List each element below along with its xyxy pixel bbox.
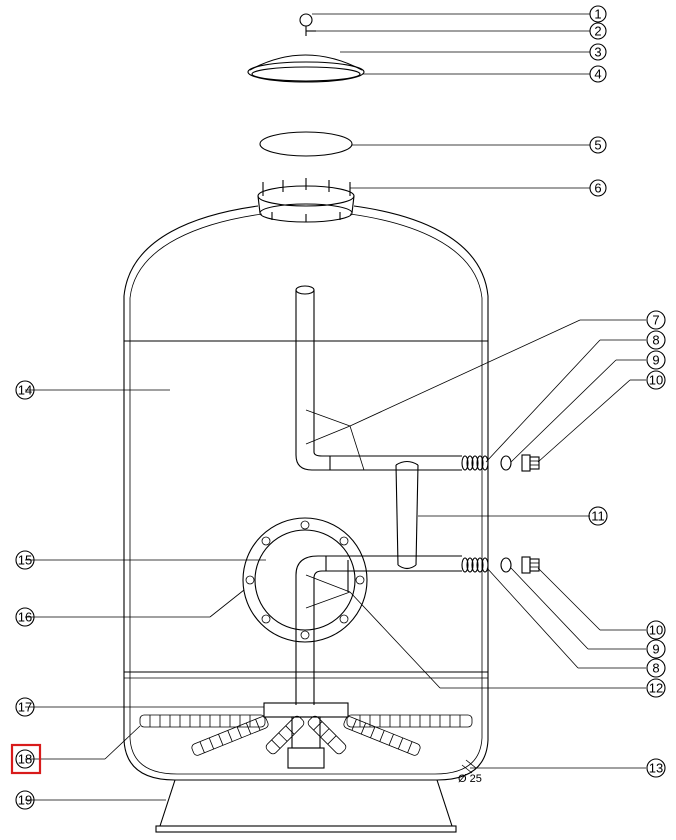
callout-label: 14 <box>18 383 32 398</box>
callout-7: 7 <box>646 310 666 330</box>
collector-hub <box>263 702 349 769</box>
callout-8-upper: 8 <box>646 330 666 350</box>
leader-lines <box>25 13 646 801</box>
callout-label: 8 <box>652 661 659 676</box>
callout-9-lower: 9 <box>646 639 666 659</box>
callout-3: 3 <box>589 43 607 61</box>
callout-label: 1 <box>594 7 601 22</box>
upper-internal-pipe <box>295 285 462 471</box>
callout-11: 11 <box>588 506 608 526</box>
callout-label: 9 <box>652 353 659 368</box>
lid-o-ring <box>259 131 353 157</box>
callout-label: 17 <box>18 700 32 715</box>
tank-neck-flange <box>257 178 355 223</box>
callout-label: 7 <box>652 313 659 328</box>
callout-label: 19 <box>18 793 32 808</box>
callout-label: 2 <box>594 24 601 39</box>
lower-internal-pipe <box>295 555 462 705</box>
drain-dimension: Ø 25 <box>458 759 482 785</box>
laterals <box>139 714 473 756</box>
callout-5: 5 <box>589 136 607 154</box>
callout-2: 2 <box>589 22 607 40</box>
base-stand <box>155 779 457 833</box>
callout-label: 13 <box>649 761 663 776</box>
callout-10-upper: 10 <box>646 370 666 390</box>
callout-19: 19 <box>15 790 35 810</box>
callout-13: 13 <box>646 758 666 778</box>
drain-diameter-label: Ø 25 <box>458 773 482 785</box>
callout-label: 18 <box>18 752 32 767</box>
callout-label: 16 <box>18 610 32 625</box>
callout-label: 5 <box>594 138 601 153</box>
manhole-cover <box>242 517 368 643</box>
callout-1: 1 <box>589 5 607 23</box>
connector-pipe <box>395 460 419 570</box>
callout-8-lower: 8 <box>646 658 666 678</box>
callout-16: 16 <box>15 607 35 627</box>
tank-lid <box>247 54 365 83</box>
callout-14: 14 <box>15 380 35 400</box>
callout-10-lower: 10 <box>646 620 666 640</box>
callout-label: 3 <box>594 45 601 60</box>
callout-18-highlight <box>10 743 42 775</box>
callout-12: 12 <box>646 678 666 698</box>
callout-label: 11 <box>591 509 605 524</box>
callout-label: 8 <box>652 333 659 348</box>
callout-15: 15 <box>15 550 35 570</box>
callout-label: 12 <box>649 681 663 696</box>
callout-label: 4 <box>594 67 601 82</box>
tank-shell <box>123 205 489 781</box>
vent-knob <box>299 13 316 36</box>
callout-label: 10 <box>649 373 663 388</box>
callout-17: 17 <box>15 697 35 717</box>
callout-9-upper: 9 <box>646 350 666 370</box>
callout-label: 6 <box>594 181 601 196</box>
callout-label: 10 <box>649 623 663 638</box>
upper-outlet-fittings <box>461 454 540 472</box>
callout-18[interactable]: 18 <box>10 743 42 775</box>
lower-outlet-fittings <box>461 556 540 574</box>
callout-4: 4 <box>589 65 607 83</box>
callout-label: 15 <box>18 553 32 568</box>
callout-label: 9 <box>652 642 659 657</box>
callout-6: 6 <box>589 179 607 197</box>
